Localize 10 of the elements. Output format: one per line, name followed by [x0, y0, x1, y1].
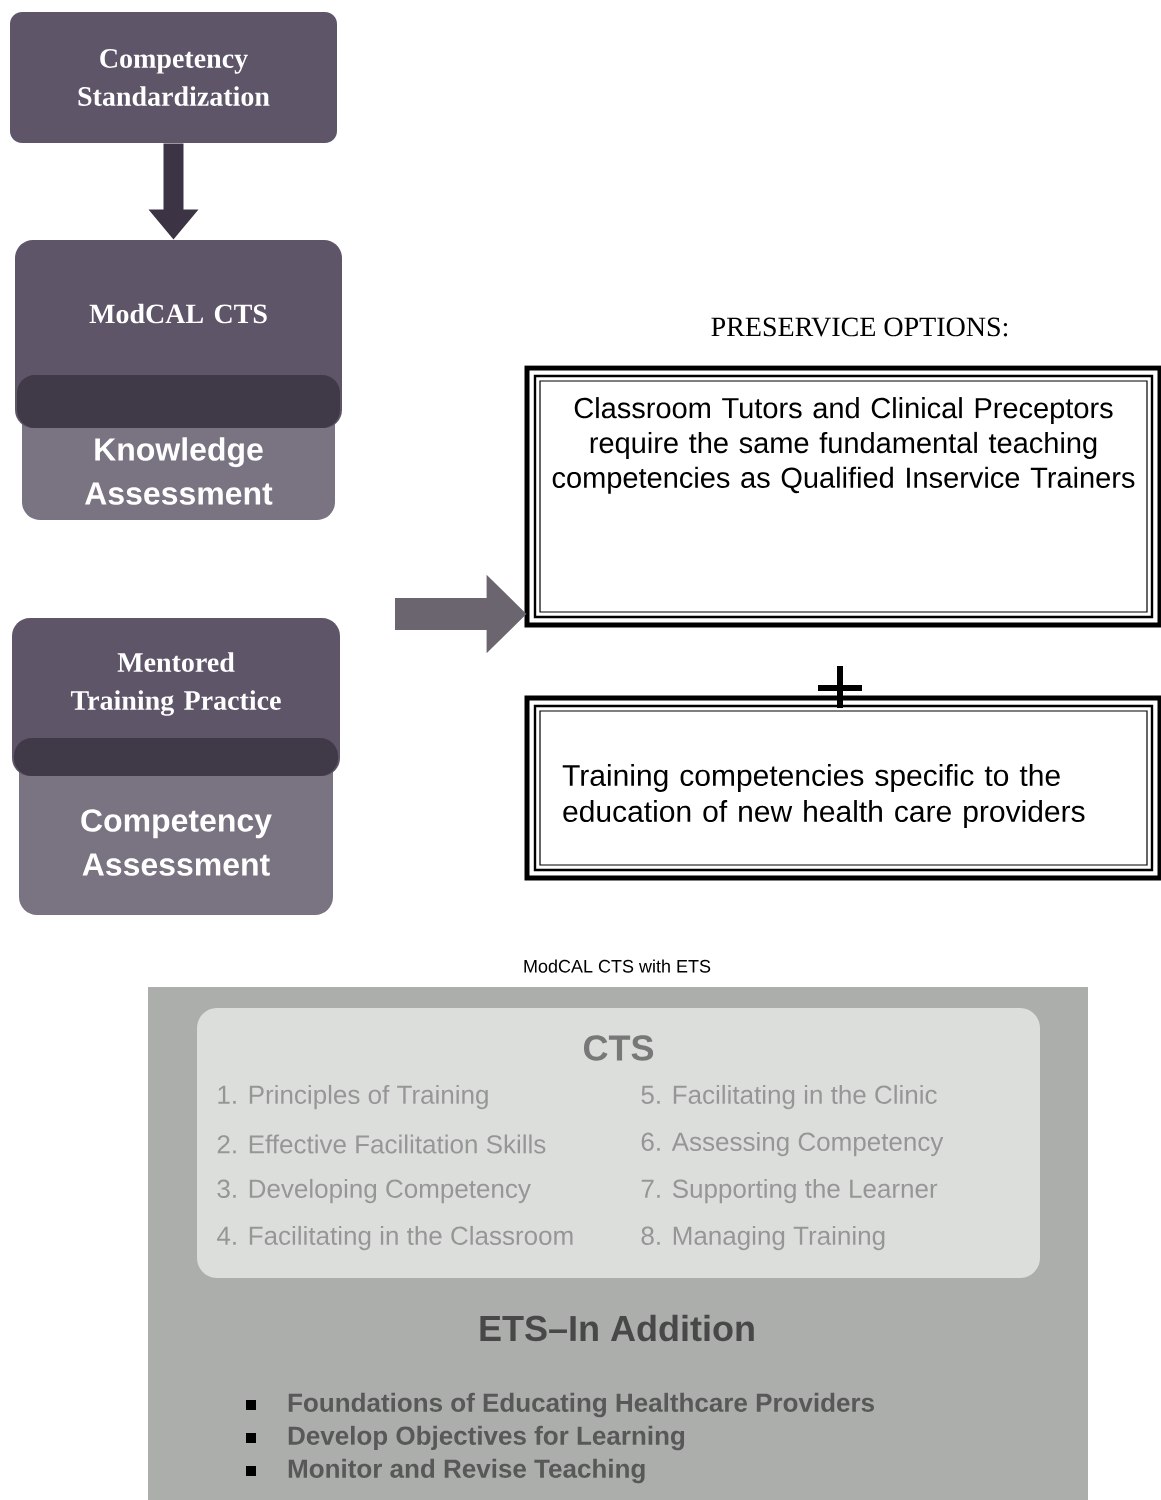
process-box: Mentored Training Practice Competency Assessment	[12, 618, 340, 915]
heading: ModCAL CTS with ETS	[524, 959, 711, 973]
node-label: Mentored Training Practice	[70, 652, 281, 716]
text-box: Training competencies specific to the education of new health care providers	[524, 695, 1161, 881]
process-box: ModCAL CTS Knowledge Assessment	[15, 240, 342, 520]
heading: PRESERVICE OPTIONS:	[711, 317, 1008, 337]
node-label: Knowledge Assessment	[85, 437, 273, 505]
text-box: Classroom Tutors and Clinical Preceptors require the same fundamental teaching competencies as Qualified Inservice Trainers	[524, 365, 1161, 628]
list-panel: CTS 1. Principles of Training 2. Effective Facilitation Skills 3. Developing Competency 4. Facilitating in the Classroom 5. Facilitating in the Clinic 6. Assessing Competency 7. Supporting the Learner 8. Managing Training	[197, 1008, 1040, 1278]
process-box: Competency Standardization	[10, 12, 337, 143]
